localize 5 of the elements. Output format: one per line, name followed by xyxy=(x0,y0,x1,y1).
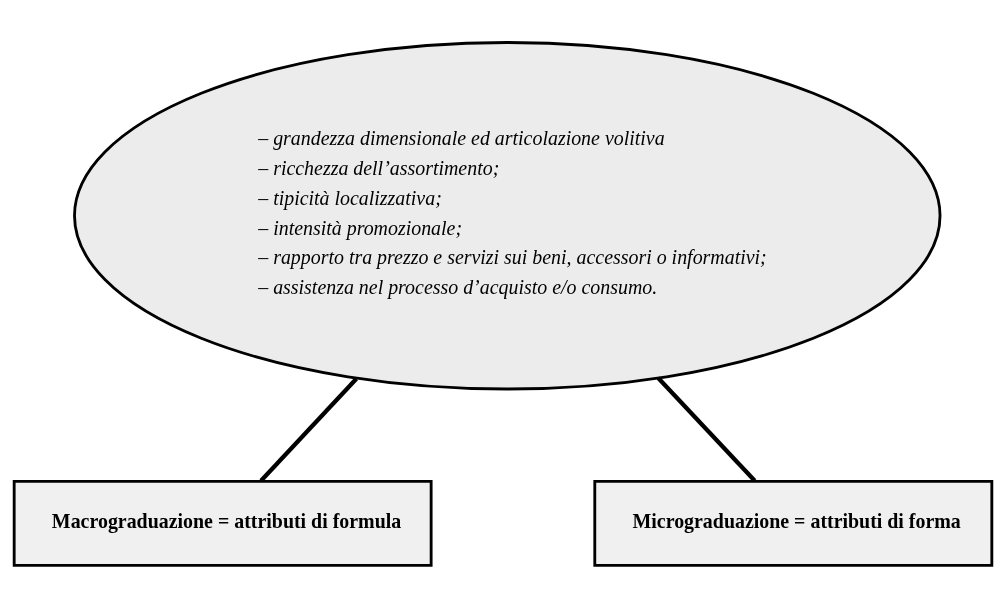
node-box: Macrograduazione = attributi di formula xyxy=(12,479,433,567)
node-box: Micrograduazione = attributi di forma xyxy=(593,479,994,567)
node-ellipse: – grandezza dimensionale ed articolazione volitiva – ricchezza dell’assortimento; – tipicità localizzativa; – intensità promozionale; – rapporto tra prezzo e servizi sui beni, accessori o informativi; – assistenza nel processo d’acquisto e/o consumo. xyxy=(73,40,942,390)
connector xyxy=(656,376,757,482)
connector xyxy=(259,376,358,482)
